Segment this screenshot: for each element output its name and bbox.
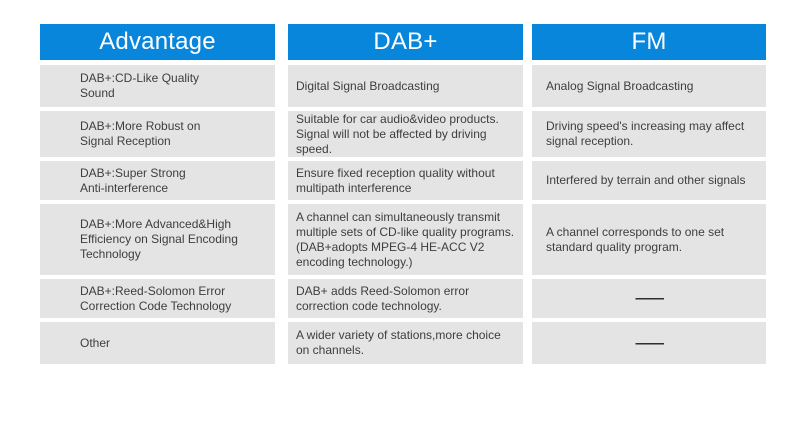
cell-dab-row2: Suitable for car audio&video products. S… [288,111,523,157]
cell-fm-row5-dash: —— [532,279,766,318]
cell-advantage-row2: DAB+:More Robust on Signal Reception [40,111,275,157]
column-dab: DAB+ Digital Signal Broadcasting Suitabl… [288,24,523,368]
cell-advantage-row5: DAB+:Reed-Solomon Error Correction Code … [40,279,275,318]
cell-fm-row2: Driving speed's increasing may affect si… [532,111,766,157]
cell-advantage-row3: DAB+:Super Strong Anti-interference [40,161,275,200]
cell-advantage-row4: DAB+:More Advanced&High Efficiency on Si… [40,204,275,275]
cell-advantage-row1: DAB+:CD-Like Quality Sound [40,65,275,107]
dab-vs-fm-comparison-table: Advantage DAB+:CD-Like Quality Sound DAB… [40,24,766,368]
cell-fm-row1: Analog Signal Broadcasting [532,65,766,107]
column-header-advantage: Advantage [40,24,275,60]
cell-fm-row3: Interfered by terrain and other signals [532,161,766,200]
column-fm: FM Analog Signal Broadcasting Driving sp… [532,24,766,368]
cell-dab-row3: Ensure fixed reception quality without m… [288,161,523,200]
cell-advantage-row6: Other [40,322,275,364]
column-header-dab: DAB+ [288,24,523,60]
column-advantage: Advantage DAB+:CD-Like Quality Sound DAB… [40,24,275,368]
cell-dab-row6: A wider variety of stations,more choice … [288,322,523,364]
cell-fm-row6-dash: —— [532,322,766,364]
cell-fm-row4: A channel corresponds to one set standar… [532,204,766,275]
cell-dab-row1: Digital Signal Broadcasting [288,65,523,107]
column-header-fm: FM [532,24,766,60]
cell-dab-row4: A channel can simultaneously transmit mu… [288,204,523,275]
cell-dab-row5: DAB+ adds Reed-Solomon error correction … [288,279,523,318]
